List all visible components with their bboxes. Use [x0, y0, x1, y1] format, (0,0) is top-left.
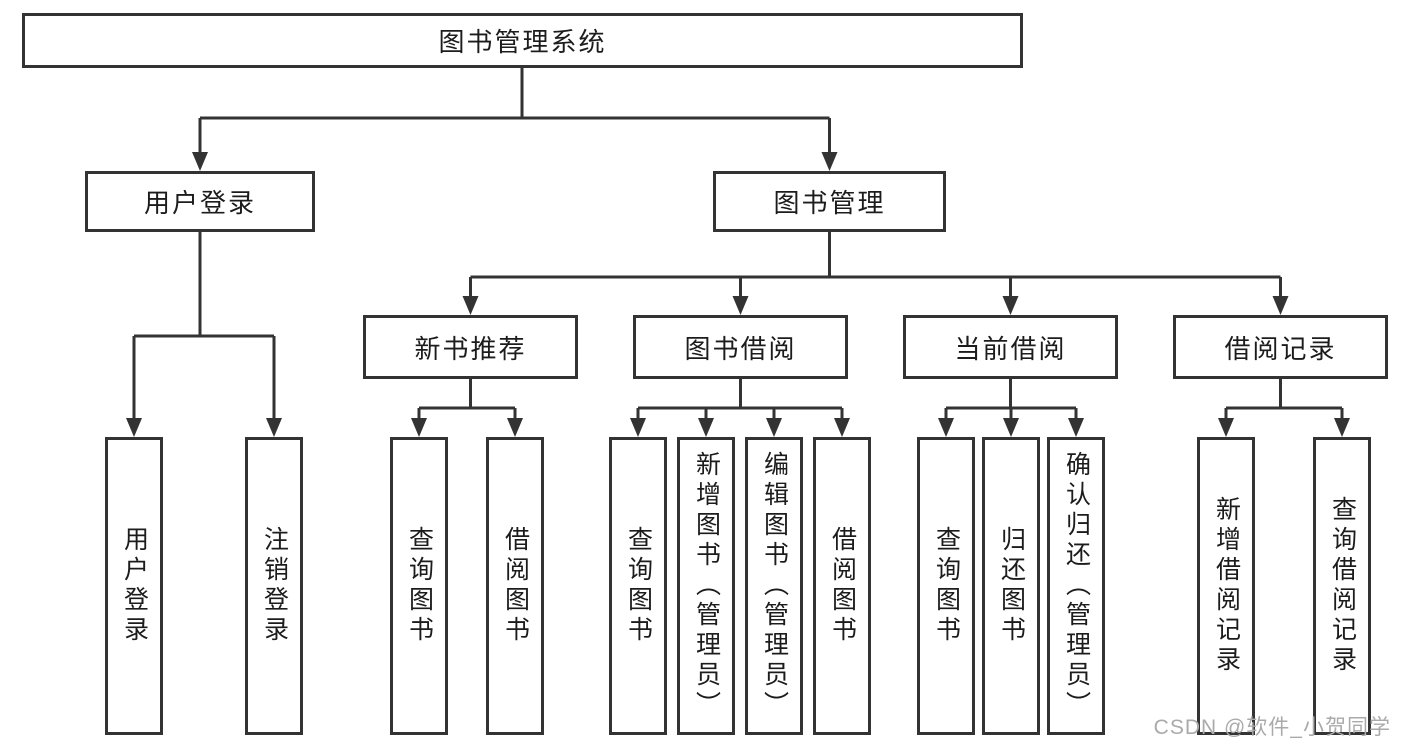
node-current-borrowing: 当前借阅 — [903, 315, 1118, 379]
node-user-login: 用户登录 — [85, 171, 315, 232]
connector-new-book-branch — [417, 379, 517, 421]
leaf-label: 查询图书 — [932, 526, 961, 646]
node-book-borrowing: 图书借阅 — [633, 315, 848, 379]
leaf-borrow-books: 借阅图书 — [813, 437, 871, 735]
connector-borrow-record-branch — [1224, 379, 1344, 421]
leaf-add-books-admin: 新增图书（管理员） — [677, 437, 735, 735]
leaf-query-books-current: 查询图书 — [917, 437, 975, 735]
leaf-query-borrow-record: 查询借阅记录 — [1313, 437, 1371, 735]
arrow-down-icons — [126, 152, 1350, 437]
leaf-label: 查询图书 — [405, 526, 434, 646]
leaf-label: 注销登录 — [260, 526, 289, 646]
node-label: 图书管理系统 — [438, 27, 607, 57]
connector-book-management-branch — [469, 232, 1282, 299]
leaf-logout: 注销登录 — [245, 437, 303, 735]
leaf-label: 用户登录 — [120, 526, 149, 646]
leaf-label: 新增借阅记录 — [1212, 496, 1241, 676]
leaf-return-books: 归还图书 — [982, 437, 1040, 735]
leaf-label: 借阅图书 — [828, 526, 857, 646]
leaf-label: 查询借阅记录 — [1328, 496, 1357, 676]
node-label: 借阅记录 — [1224, 333, 1337, 364]
node-label: 图书借阅 — [684, 333, 797, 364]
leaf-edit-books-admin: 编辑图书（管理员） — [745, 437, 803, 735]
leaf-label: 归还图书 — [997, 526, 1026, 646]
csdn-watermark: CSDN @软件_小贺同学 — [1153, 716, 1391, 739]
node-book-management: 图书管理 — [713, 171, 946, 232]
connector-root-to-level2 — [198, 68, 831, 155]
connector-book-borrow-branch — [636, 379, 844, 421]
node-borrowing-records: 借阅记录 — [1173, 315, 1388, 379]
node-label: 新书推荐 — [414, 333, 527, 364]
leaf-query-books-recommend: 查询图书 — [390, 437, 448, 735]
connector-user-login-branch — [132, 232, 276, 421]
leaf-label: 编辑图书（管理员） — [760, 451, 789, 721]
leaf-borrow-books-recommend: 借阅图书 — [486, 437, 544, 735]
node-label: 图书管理 — [773, 188, 886, 218]
leaf-query-books-borrow: 查询图书 — [609, 437, 667, 735]
leaf-label: 新增图书（管理员） — [692, 451, 721, 721]
leaf-label: 确认归还（管理员） — [1062, 451, 1091, 721]
node-label: 当前借阅 — [954, 333, 1067, 364]
node-new-book-recommendation: 新书推荐 — [363, 315, 578, 379]
node-library-management-system: 图书管理系统 — [22, 13, 1023, 68]
leaf-label: 查询图书 — [624, 526, 653, 646]
leaf-confirm-return-admin: 确认归还（管理员） — [1047, 437, 1105, 735]
leaf-user-login: 用户登录 — [105, 437, 163, 735]
node-label: 用户登录 — [143, 188, 256, 218]
leaf-label: 借阅图书 — [501, 526, 530, 646]
leaf-add-borrow-record: 新增借阅记录 — [1197, 437, 1255, 735]
connector-current-borrow-branch — [944, 379, 1078, 421]
